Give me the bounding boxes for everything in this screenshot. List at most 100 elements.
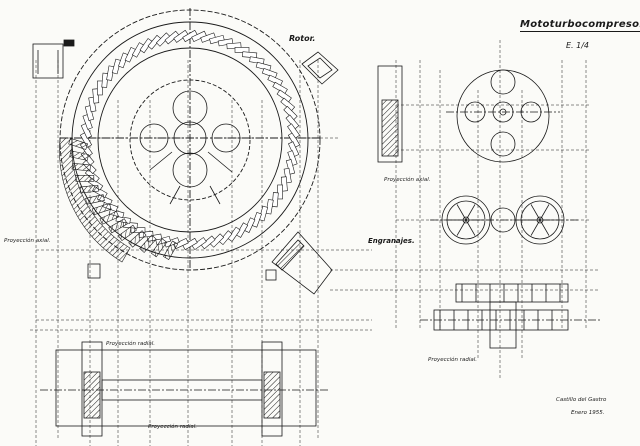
rotor-blade [249, 56, 265, 65]
axial-gear-circle [490, 69, 516, 95]
rotor-blade [285, 159, 296, 175]
radial-strip-shaft [489, 301, 517, 349]
rotor-blade [200, 32, 216, 43]
gear-spoke [530, 219, 541, 236]
rotor-blade [182, 29, 198, 43]
bottom-left-blades [83, 371, 101, 419]
rotor-blade [182, 237, 198, 251]
rotor-blade [287, 132, 301, 148]
rotor-blade [261, 68, 278, 79]
rotor-blade [106, 65, 115, 81]
gear-spoke [539, 219, 550, 236]
gear-spoke [456, 219, 467, 236]
hatched-blade [108, 218, 128, 234]
side-components [32, 39, 339, 295]
rotor-gear-circle [211, 123, 241, 153]
radial-projection-right-label: Proyección radial. [428, 357, 478, 363]
bottom-radial-view [40, 341, 330, 437]
rotor-blade [251, 211, 262, 228]
rotor-blade [82, 114, 93, 130]
axial-projection-left-label: Proyección axial. [4, 238, 51, 244]
hatched-blade [75, 174, 95, 182]
hatched-blade [139, 234, 157, 253]
rotor-blade [139, 38, 153, 54]
rotor-blade [242, 51, 258, 59]
rotor-blade [101, 72, 109, 88]
hatched-blade [163, 240, 179, 260]
rotor-blade [118, 52, 129, 69]
bottom-right-blades [263, 371, 281, 419]
rotor-blade [258, 205, 269, 222]
lower-right-bracket [271, 231, 333, 295]
hatched-blade [71, 162, 91, 172]
rotor-gear-circle [139, 123, 169, 153]
right-radial-view [420, 283, 600, 349]
rotor-label: Rotor. [289, 34, 316, 43]
radial-projection-bottom-label: Proyección radial. [148, 424, 198, 430]
rotor-blade [244, 217, 256, 233]
rotor-blades [79, 29, 301, 251]
signature: Castillo del Gastro [556, 397, 607, 403]
rotor-blade [209, 34, 225, 45]
left-casing-tab [63, 39, 75, 47]
hatched-blade [68, 137, 88, 150]
right-axial-view [377, 65, 560, 163]
radial-projection-center-label: Proyección radial. [106, 341, 156, 347]
rotor-blade [209, 233, 225, 248]
small-block-left [87, 263, 101, 279]
rotor-blade [155, 32, 171, 47]
rotor-gear-circle [173, 121, 207, 155]
rotor-blade [272, 81, 288, 95]
rotor-blade [255, 61, 272, 72]
gears-label: Engranajes. [368, 237, 415, 245]
gear-spoke [465, 204, 476, 221]
rotor-blade [235, 222, 249, 238]
rotor-blade [227, 226, 241, 242]
rotor-blade [277, 184, 283, 200]
rotor-blade [191, 30, 207, 43]
rotor-blade [288, 141, 300, 157]
hatched-blade [85, 194, 105, 205]
rotor-blade [218, 230, 233, 246]
axial-outer-circle [456, 69, 550, 163]
rotor-blade [285, 114, 300, 130]
rotor-blade [164, 30, 180, 45]
hatched-blade [117, 224, 137, 242]
rotor-blade [124, 46, 136, 63]
left-casing-block [32, 43, 64, 79]
lower-right-bracket-hatch [275, 239, 305, 271]
axial-blade-block [377, 65, 403, 163]
hatched-blade [150, 238, 168, 258]
hatched-blade-sector [59, 137, 179, 263]
rotor-blade [79, 132, 93, 148]
hatched-blade [99, 211, 120, 225]
gear-spoke [456, 204, 467, 221]
hatched-blade [79, 184, 99, 194]
axial-blade-hatch [381, 99, 399, 157]
rotor-blade [271, 192, 279, 208]
rotor-blade [283, 105, 298, 121]
rotor-blade [191, 237, 207, 251]
rotor-blade [265, 199, 274, 215]
gears-view [430, 195, 580, 245]
gear-spoke [530, 204, 541, 221]
rotor-blade [84, 105, 95, 121]
rotor-bearing-block [301, 51, 339, 85]
hatched-blade [128, 230, 147, 248]
scale-label: E. 1/4 [566, 41, 590, 50]
rotor-blade [111, 58, 122, 75]
axial-gear-circle [490, 131, 516, 157]
gear-spoke [465, 219, 476, 236]
drawing-title: Mototurbocompresor. [520, 20, 640, 32]
rotor-blade [173, 29, 189, 43]
rotor-blade [280, 97, 296, 112]
rotor-blade [287, 150, 298, 166]
rotor-blade [131, 42, 145, 58]
rotor-spokes [149, 151, 233, 205]
rotor-gear-circle [172, 152, 208, 188]
hatched-blade [69, 150, 89, 161]
hatched-blade-section [59, 137, 131, 263]
rotor-blade [200, 235, 216, 250]
